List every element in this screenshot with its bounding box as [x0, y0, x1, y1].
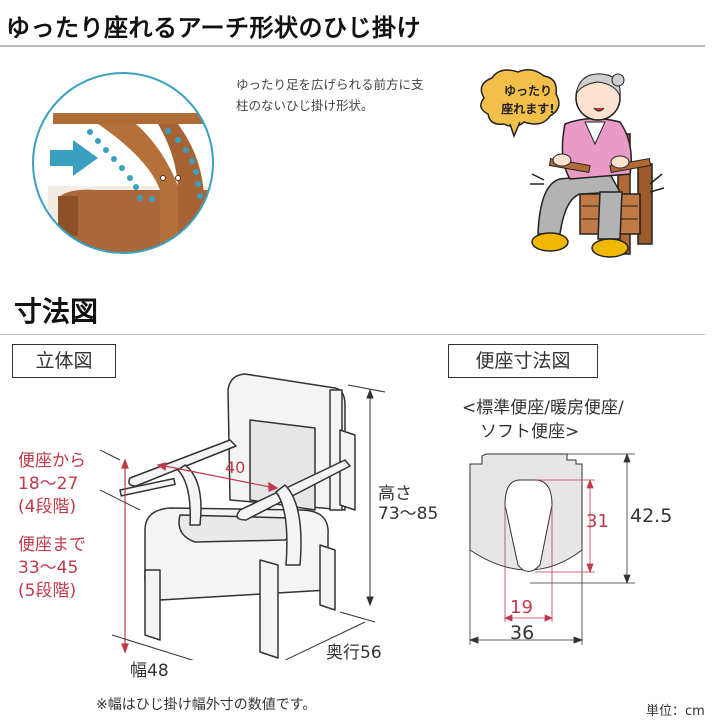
width-footnote: ※幅はひじ掛け幅外寸の数値です。 [96, 697, 317, 713]
iso-view-label: 立体図 [12, 344, 116, 378]
dim-line: (5段階) [18, 581, 77, 601]
arrow-right-icon [50, 140, 98, 176]
dim-line: 18〜27 [18, 474, 79, 494]
armrest-height-label: 便座から 18〜27 (4段階) [18, 450, 86, 519]
seat-height-label: 便座まで 33〜45 (5段階) [18, 534, 86, 603]
speech-bubble: ゆったり 座れます! [488, 82, 568, 118]
chair-isometric-drawing [100, 373, 386, 660]
seat-types: <標準便座/暖房便座/ ソフト便座> [462, 396, 624, 444]
dim-line: (4段階) [18, 497, 77, 517]
dim-line: 33〜45 [18, 558, 79, 578]
dim-line: 73〜85 [378, 504, 439, 524]
armrest-closeup-illustration [32, 72, 214, 254]
overall-length-label: 42.5 [630, 505, 673, 527]
description-line: ゆったり足を広げられる前方に支 [236, 77, 424, 92]
opening-width-label: 19 [510, 597, 533, 618]
section-title: 寸法図 [14, 295, 99, 328]
page-title: ゆったり座れるアーチ形状のひじ掛け [6, 14, 422, 42]
overall-width-label: 36 [510, 622, 535, 644]
seated-person-illustration [480, 69, 665, 258]
opening-length-label: 31 [586, 511, 609, 532]
feature-description: ゆったり足を広げられる前方に支 柱のないひじ掛け形状。 [236, 74, 476, 116]
depth-label: 奥行56 [326, 643, 382, 663]
height-label: 高さ 73〜85 [378, 484, 438, 524]
inner-width-label: 40 [225, 458, 246, 477]
speech-bubble-line: ゆったり [503, 84, 552, 98]
seat-types-line: <標準便座/暖房便座/ [462, 398, 624, 418]
seat-types-line: ソフト便座> [480, 422, 580, 442]
section-divider [0, 334, 705, 335]
description-line: 柱のないひじ掛け形状。 [236, 98, 374, 113]
unit-label: 単位：cm [646, 704, 705, 719]
seat-view-label: 便座寸法図 [448, 344, 598, 378]
seat-dimension-drawing [468, 452, 635, 645]
speech-bubble-line: 座れます! [501, 102, 555, 116]
width-label: 幅48 [130, 661, 169, 681]
dim-line: 高さ [378, 484, 412, 504]
dim-line: 便座まで [18, 535, 86, 555]
dim-line: 便座から [18, 451, 86, 471]
title-divider [0, 45, 705, 47]
